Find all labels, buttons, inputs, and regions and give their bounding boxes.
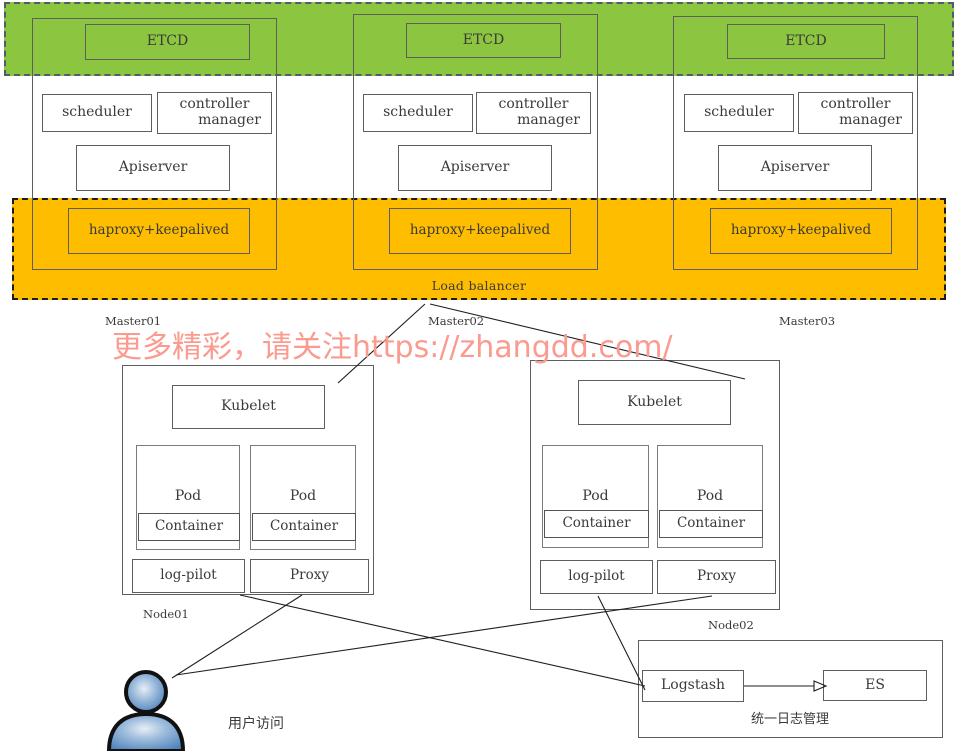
- kubelet-box-1[interactable]: Kubelet: [172, 385, 325, 429]
- master-frame-2: [353, 14, 598, 270]
- proxy-box-1[interactable]: Proxy: [250, 559, 369, 593]
- user-access-label: 用户访问: [228, 716, 284, 732]
- master-caption-1: Master01: [105, 314, 162, 328]
- container-box-1a[interactable]: Container: [138, 513, 240, 541]
- controller-manager-line1: controller: [498, 96, 569, 113]
- master-caption-2: Master02: [428, 314, 485, 328]
- es-box[interactable]: ES: [823, 670, 927, 701]
- haproxy-keepalived-box-1[interactable]: haproxy+keepalived: [68, 208, 250, 254]
- controller-manager-box-2[interactable]: controller manager: [476, 92, 591, 134]
- pod-label: Pod: [174, 488, 202, 504]
- log-pilot-box-1[interactable]: log-pilot: [132, 559, 245, 593]
- master-caption-3: Master03: [779, 314, 836, 328]
- logstash-box[interactable]: Logstash: [642, 670, 744, 702]
- pod-label: Pod: [696, 488, 724, 504]
- proxy-box-2[interactable]: Proxy: [657, 560, 776, 594]
- log-pilot-box-2[interactable]: log-pilot: [540, 560, 653, 594]
- scheduler-box-2[interactable]: scheduler: [363, 94, 473, 132]
- apiserver-box-2[interactable]: Apiserver: [398, 145, 552, 191]
- avatar-head: [124, 670, 168, 714]
- pod-label: Pod: [582, 488, 609, 504]
- user-avatar: [106, 670, 186, 751]
- etcd-box-2[interactable]: ETCD: [406, 23, 561, 58]
- apiserver-box-1[interactable]: Apiserver: [76, 145, 230, 191]
- haproxy-keepalived-box-3[interactable]: haproxy+keepalived: [710, 208, 892, 254]
- controller-manager-line2: manager: [839, 112, 902, 128]
- load-balancer-label: Load balancer: [431, 278, 527, 293]
- container-box-1b[interactable]: Container: [252, 513, 356, 541]
- pod-label: Pod: [289, 488, 317, 504]
- etcd-box-3[interactable]: ETCD: [727, 24, 885, 59]
- pod-box-2a[interactable]: Pod Container: [542, 445, 649, 548]
- link-proxy1-to-user: [171, 594, 303, 679]
- scheduler-box-3[interactable]: scheduler: [684, 94, 794, 132]
- controller-manager-box-1[interactable]: controller manager: [157, 92, 272, 134]
- controller-manager-line2: manager: [198, 112, 261, 128]
- controller-manager-line1: controller: [179, 96, 250, 113]
- node-caption-1: Node01: [143, 607, 189, 621]
- pod-box-2b[interactable]: Pod Container: [657, 445, 763, 548]
- controller-manager-box-3[interactable]: controller manager: [798, 92, 913, 134]
- container-box-2b[interactable]: Container: [659, 510, 763, 538]
- kubelet-box-2[interactable]: Kubelet: [578, 380, 731, 425]
- pod-box-1b[interactable]: Pod Container: [250, 445, 356, 550]
- node-caption-2: Node02: [708, 618, 754, 632]
- apiserver-box-3[interactable]: Apiserver: [718, 145, 872, 191]
- scheduler-box-1[interactable]: scheduler: [42, 94, 152, 132]
- container-box-2a[interactable]: Container: [544, 510, 649, 538]
- haproxy-keepalived-box-2[interactable]: haproxy+keepalived: [389, 208, 571, 254]
- master-frame-1: [32, 18, 277, 270]
- controller-manager-line1: controller: [820, 96, 891, 113]
- controller-manager-line2: manager: [517, 112, 580, 128]
- logging-caption: 统一日志管理: [750, 712, 829, 727]
- pod-box-1a[interactable]: Pod Container: [136, 445, 240, 550]
- avatar-body: [106, 711, 186, 751]
- etcd-box-1[interactable]: ETCD: [85, 24, 250, 60]
- master-frame-3: [673, 16, 918, 270]
